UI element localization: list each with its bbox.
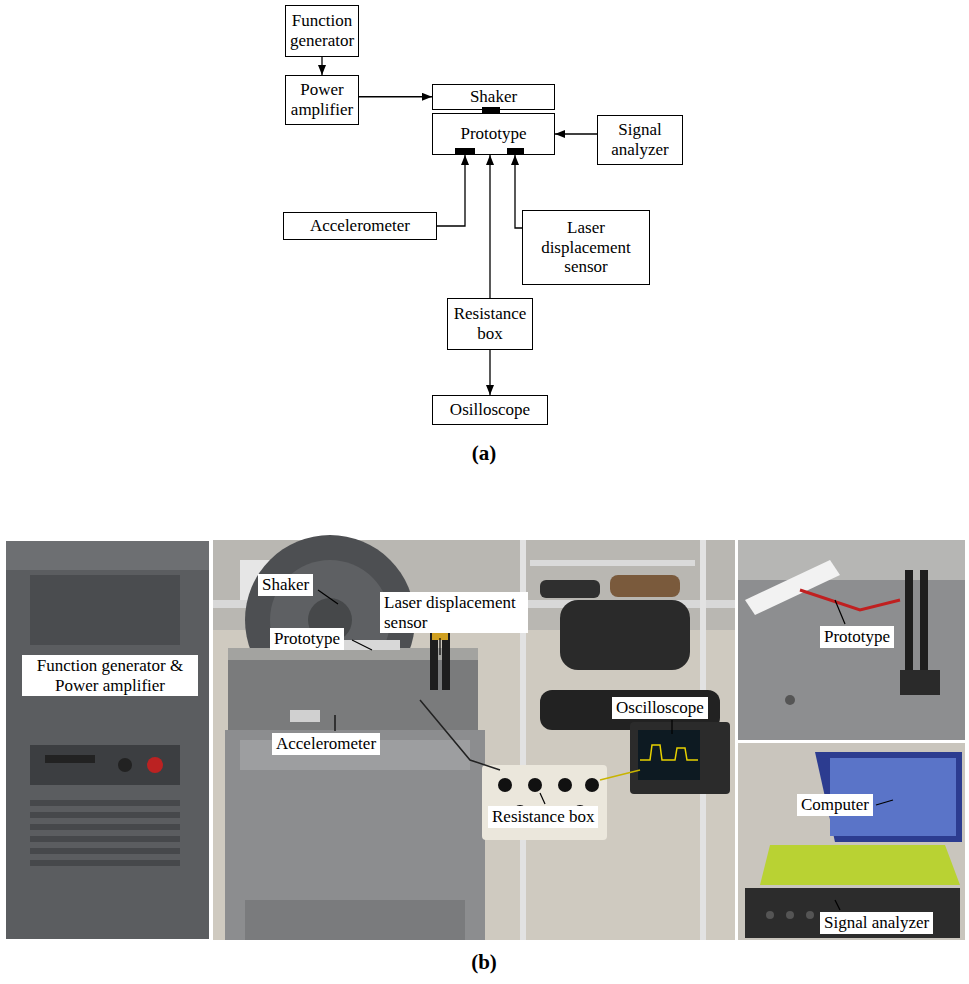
leader-lines bbox=[318, 590, 893, 910]
signal-arrow bbox=[515, 155, 522, 228]
signal-arrow bbox=[555, 133, 597, 134]
block-box: Osilloscope bbox=[432, 395, 548, 425]
photo-label: Shaker bbox=[258, 574, 313, 596]
test-bench-photo bbox=[213, 535, 735, 940]
box-text: Prototype bbox=[460, 124, 526, 144]
box-text: Accelerometer bbox=[310, 216, 410, 236]
signal-arrow bbox=[359, 96, 432, 97]
block-box: Accelerometer bbox=[283, 212, 437, 240]
panel-label: (b) bbox=[471, 950, 497, 974]
block-box: Resistance box bbox=[447, 298, 533, 350]
signal-arrow bbox=[489, 155, 490, 298]
box-text: Signal analyzer bbox=[602, 120, 678, 159]
panel-label: (a) bbox=[472, 441, 497, 465]
block-box: Power amplifier bbox=[285, 75, 359, 125]
sensor-pad bbox=[507, 148, 524, 155]
photo-label: Function generator & Power amplifier bbox=[22, 655, 198, 696]
photo-label: Prototype bbox=[820, 626, 894, 648]
signal-arrow bbox=[321, 57, 322, 75]
photo-label: Accelerometer bbox=[272, 733, 380, 755]
block-box: Prototype bbox=[432, 113, 555, 155]
computer-photo bbox=[738, 743, 965, 940]
photo-label: Resistance box bbox=[488, 806, 598, 828]
photo-label: Laser displacement sensor bbox=[380, 592, 528, 633]
signal-arrow bbox=[489, 350, 490, 395]
photo-label: Oscilloscope bbox=[612, 697, 708, 719]
prototype-photo bbox=[738, 540, 965, 740]
signal-arrow bbox=[437, 155, 465, 226]
block-box: Shaker bbox=[432, 84, 555, 110]
block-box: Function generator bbox=[285, 5, 359, 57]
box-text: Resistance box bbox=[452, 304, 528, 343]
box-text: Function generator bbox=[290, 11, 354, 50]
box-text: Osilloscope bbox=[450, 400, 530, 420]
block-box: Signal analyzer bbox=[597, 115, 683, 165]
box-text: Power amplifier bbox=[290, 80, 354, 119]
photo-label: Prototype bbox=[270, 628, 344, 650]
box-text: Laser displacement sensor bbox=[527, 218, 645, 277]
photo-label: Signal analyzer bbox=[820, 912, 933, 934]
sensor-pad bbox=[455, 148, 475, 155]
block-box: Laser displacement sensor bbox=[522, 210, 650, 285]
photo-label: Computer bbox=[797, 794, 873, 816]
box-text: Shaker bbox=[470, 87, 517, 107]
cabinet-photo bbox=[5, 540, 210, 940]
